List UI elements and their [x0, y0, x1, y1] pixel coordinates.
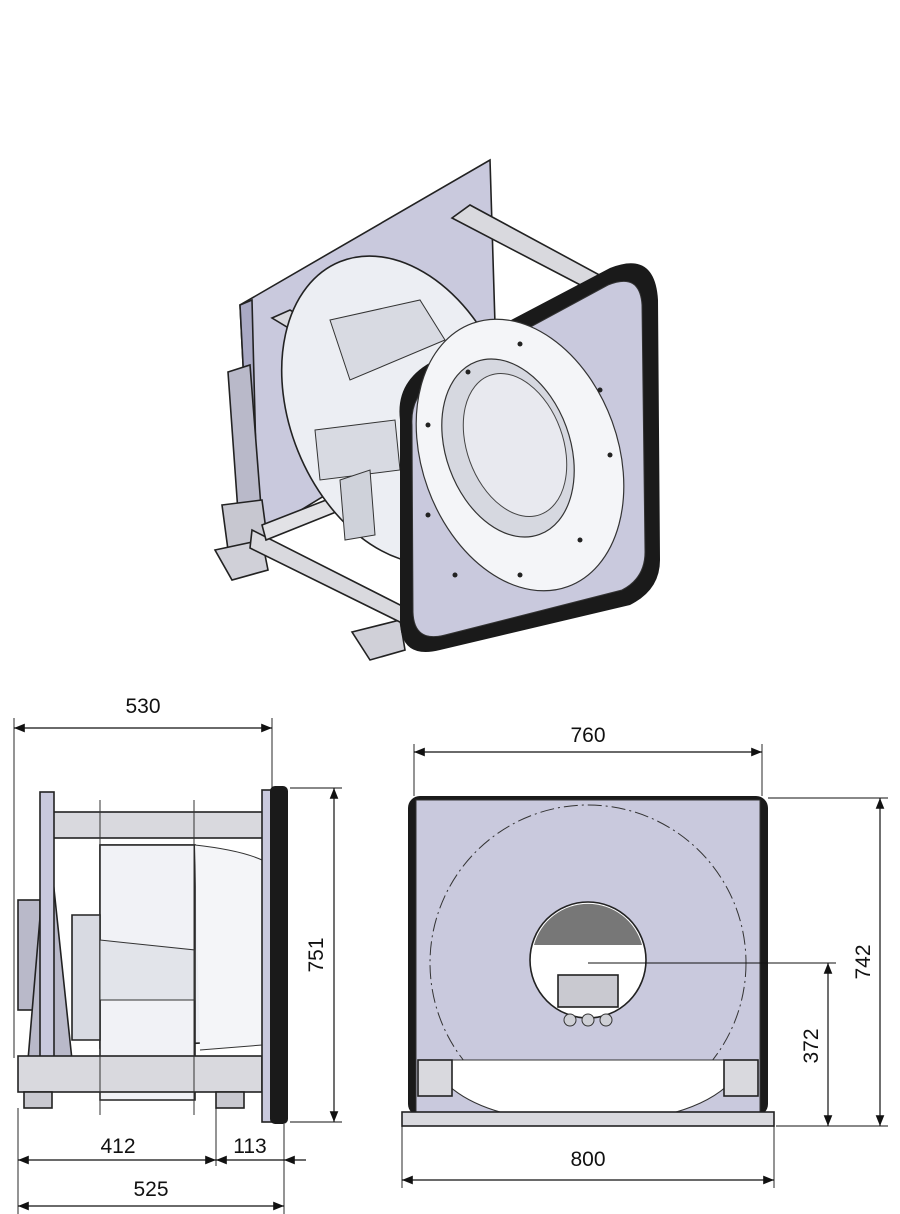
dim-front-372: 372 [800, 1028, 823, 1063]
dim-front-742: 742 [852, 944, 875, 979]
dimensions: 530 751 412 113 525 760 742 372 [13, 695, 888, 1214]
dim-front-800: 800 [570, 1148, 605, 1171]
dim-side-height: 751 [305, 937, 328, 972]
dim-side-525: 525 [133, 1178, 168, 1201]
side-view [17, 786, 288, 1124]
dim-side-113: 113 [233, 1135, 266, 1158]
base-plate [401, 1111, 775, 1127]
dim-front-760: 760 [570, 724, 605, 747]
dim-side-412: 412 [100, 1135, 135, 1158]
front-view [401, 796, 775, 1127]
base-foot [350, 619, 406, 661]
dim-side-depth-top: 530 [125, 695, 160, 718]
isometric-view [213, 158, 660, 661]
